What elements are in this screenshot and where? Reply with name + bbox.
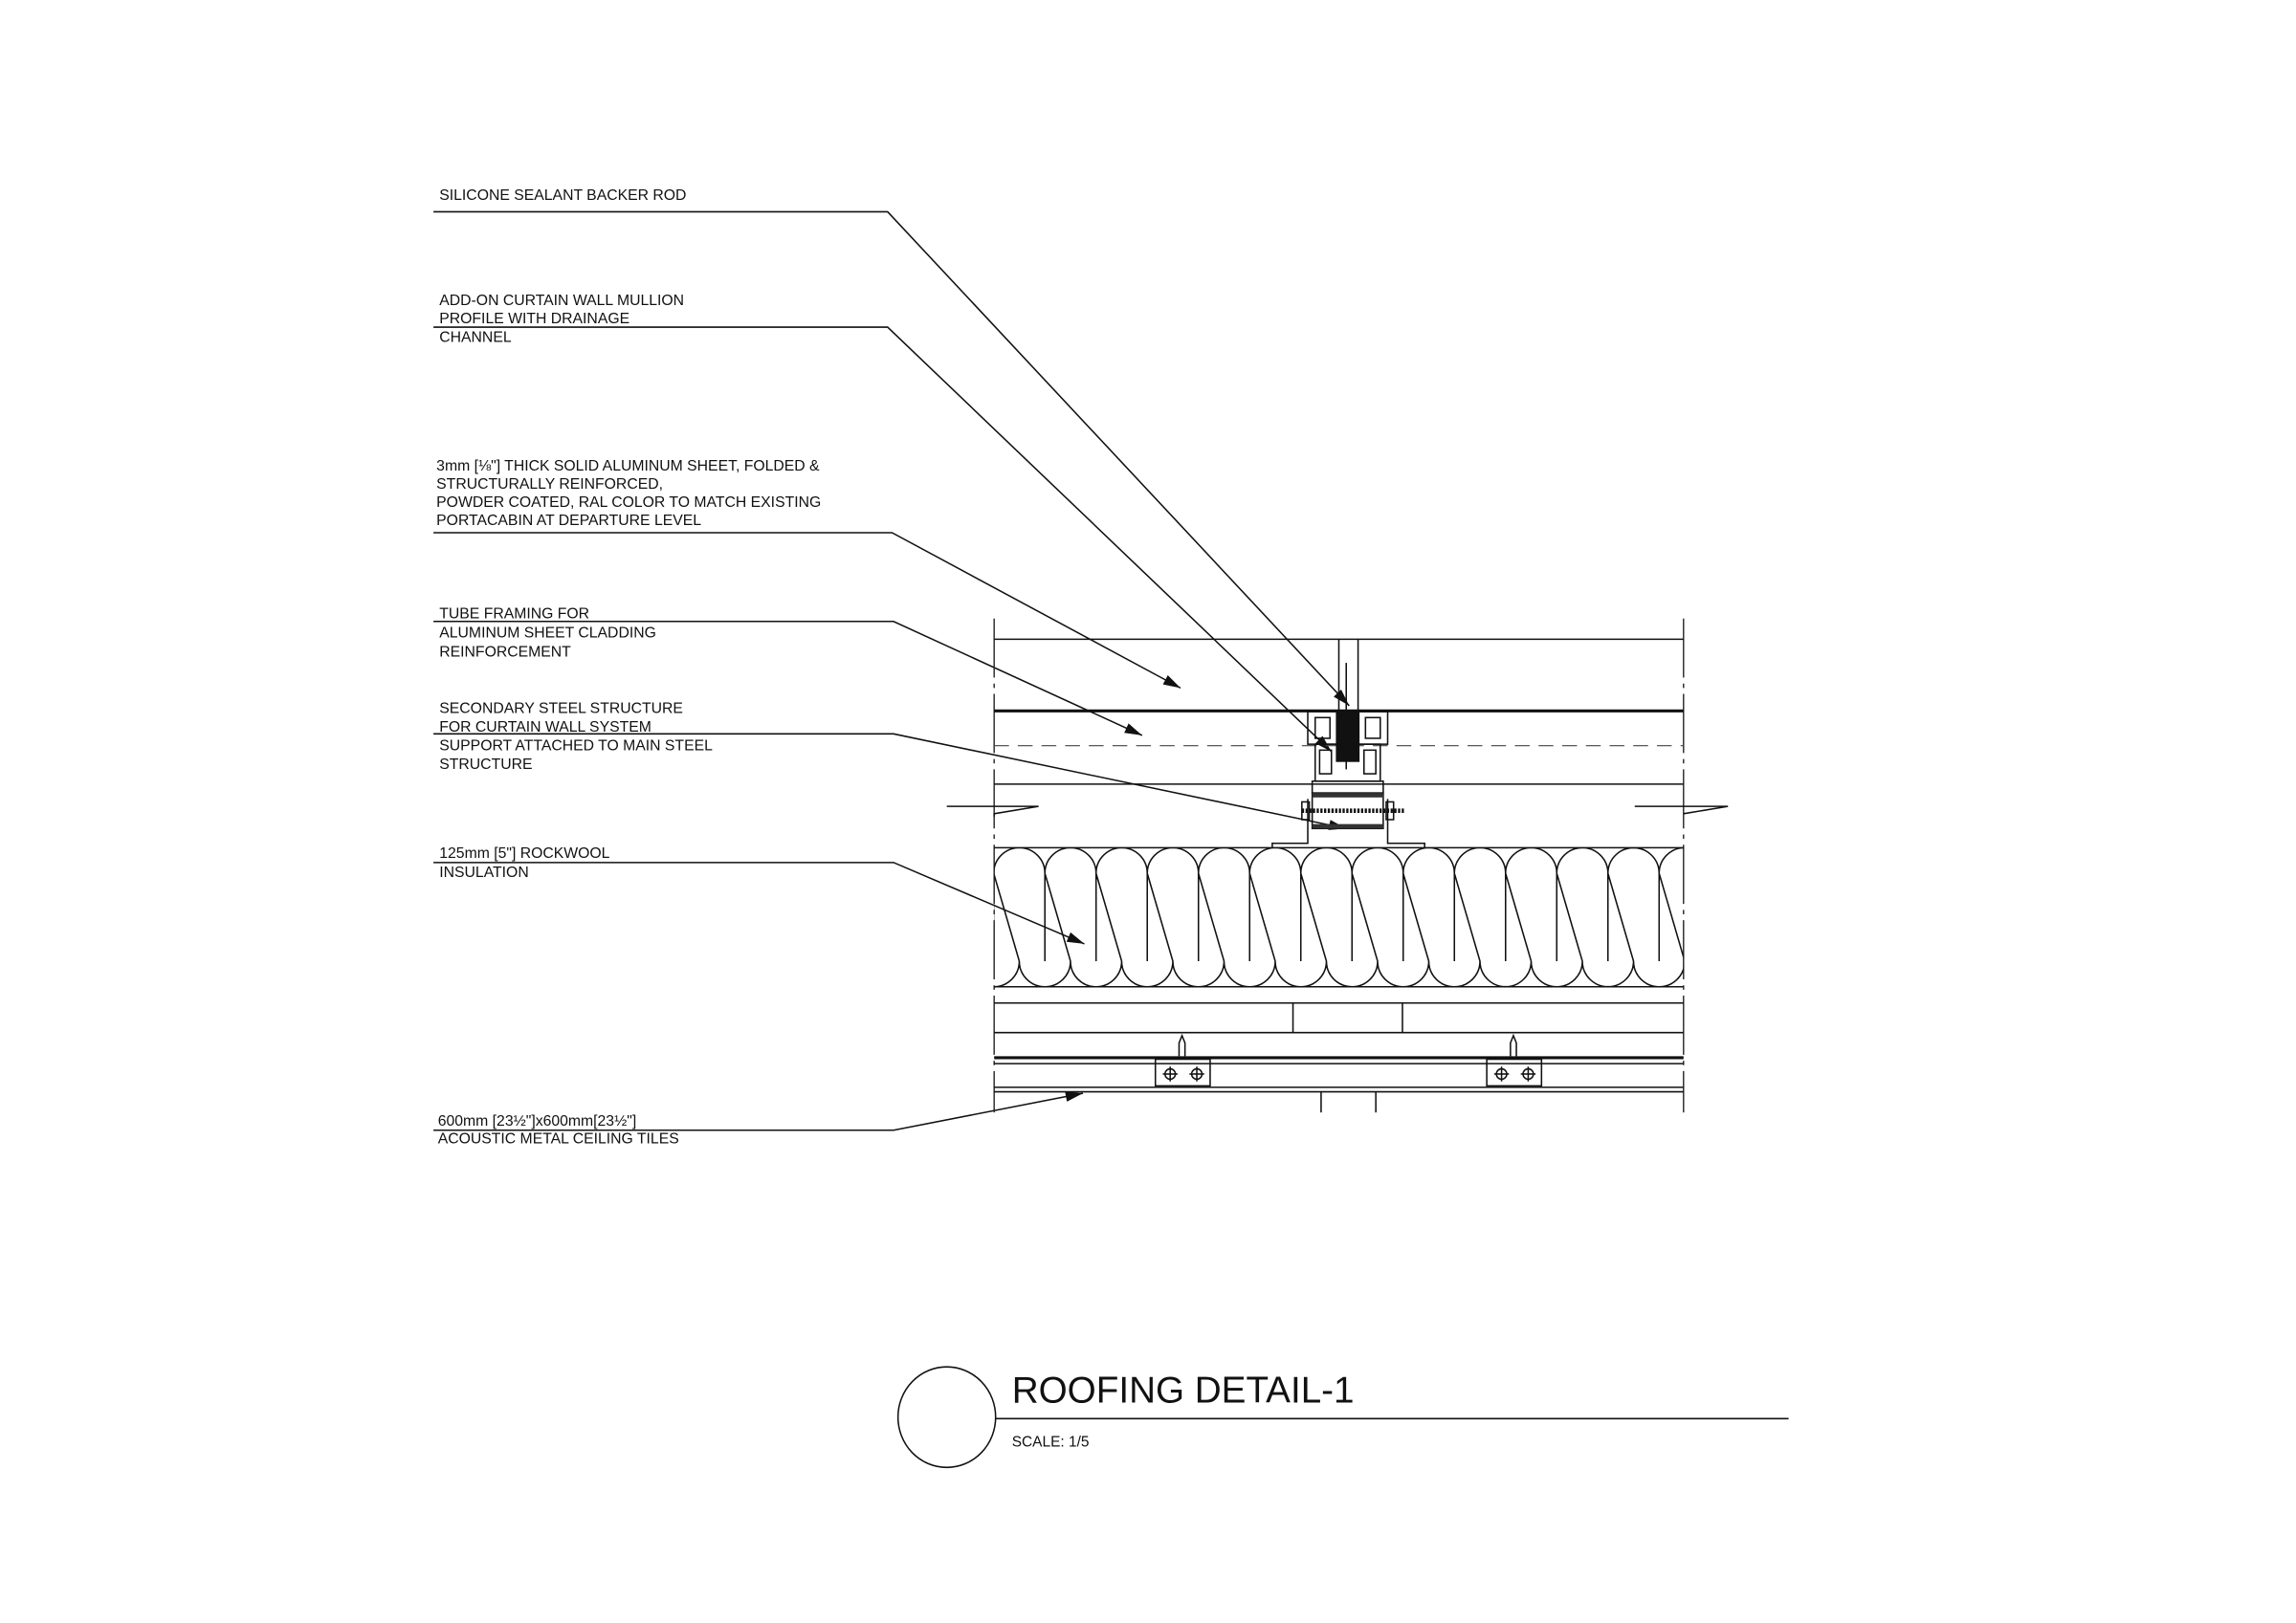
drawing-title: ROOFING DETAIL-1 xyxy=(1012,1370,1355,1411)
callout-aluminum-sheet: 3mm [⅛"] THICK SOLID ALUMINUM SHEET, FOL… xyxy=(433,458,1181,690)
callout-text: SUPPORT ATTACHED TO MAIN STEEL xyxy=(439,738,713,755)
leader-line xyxy=(433,621,1143,736)
callout-text: PROFILE WITH DRAINAGE xyxy=(439,311,629,327)
title-block: ROOFING DETAIL-1 SCALE: 1/5 xyxy=(896,1366,1789,1469)
svg-text:3mm [⅛"] THICK SOLID ALUMINUM: 3mm [⅛"] THICK SOLID ALUMINUM SHEET, FOL… xyxy=(436,458,821,529)
roof-section xyxy=(946,618,1729,1113)
leader-line xyxy=(433,532,1181,690)
callout-text: CHANNEL xyxy=(439,330,512,346)
callout-text: 600mm [23½"]x600mm[23½"] xyxy=(438,1113,637,1130)
secondary-steel-bracket xyxy=(1271,792,1425,848)
callout-text: 125mm [5"] ROCKWOOL xyxy=(439,845,609,862)
callout-backer-rod: SILICONE SEALANT BACKER ROD xyxy=(433,187,1350,707)
leader-line xyxy=(433,862,1085,945)
callout-secondary-steel: SECONDARY STEEL STRUCTURE FOR CURTAIN WAL… xyxy=(433,701,1347,830)
callout-text: STRUCTURE xyxy=(439,757,532,773)
break-mark-left xyxy=(946,805,1039,817)
callout-text: SILICONE SEALANT BACKER ROD xyxy=(439,187,686,204)
ceiling-hanger-clip xyxy=(1154,1033,1211,1087)
leader-line xyxy=(433,733,1347,830)
callout-text: 3mm [⅛"] THICK SOLID ALUMINUM SHEET, FOL… xyxy=(436,458,820,474)
insulation-loops xyxy=(994,847,1684,987)
callout-text: ALUMINUM SHEET CLADDING xyxy=(439,625,656,641)
callout-text: REINFORCEMENT xyxy=(439,644,571,660)
svg-text:SILICONE SEALANT BACKER ROD: SILICONE SEALANT BACKER ROD xyxy=(439,187,686,204)
svg-text:600mm [23½"]x600mm[23½"]ACOUST: 600mm [23½"]x600mm[23½"]ACOUSTIC METAL C… xyxy=(438,1113,679,1148)
callout-text: ACOUSTIC METAL CEILING TILES xyxy=(438,1131,679,1148)
callout-text: PORTACABIN AT DEPARTURE LEVEL xyxy=(436,513,701,529)
leader-line xyxy=(433,210,1350,707)
callout-text: STRUCTURALLY REINFORCED, xyxy=(436,476,663,493)
rockwool-insulation xyxy=(994,847,1684,987)
callout-ceiling-tiles: 600mm [23½"]x600mm[23½"]ACOUSTIC METAL C… xyxy=(433,1091,1084,1148)
callout-text: FOR CURTAIN WALL SYSTEM xyxy=(439,719,651,735)
detail-bubble xyxy=(896,1366,997,1469)
leader-line xyxy=(433,326,1333,753)
callout-tube-framing: TUBE FRAMING FOR ALUMINUM SHEET CLADDING R… xyxy=(433,606,1143,736)
callout-text: INSULATION xyxy=(439,865,528,881)
callout-rockwool: 125mm [5"] ROCKWOOL INSULATION xyxy=(433,845,1085,945)
callout-text: POWDER COATED, RAL COLOR TO MATCH EXISTI… xyxy=(436,494,821,511)
ceiling-hanger-clip xyxy=(1486,1033,1543,1087)
callout-text: TUBE FRAMING FOR xyxy=(439,606,589,623)
leader-line xyxy=(433,1091,1084,1131)
curtain-wall-mullion xyxy=(1307,639,1389,794)
callout-text: SECONDARY STEEL STRUCTURE xyxy=(439,701,683,717)
callout-text: ADD-ON CURTAIN WALL MULLION xyxy=(439,293,684,309)
callout-mullion-profile: ADD-ON CURTAIN WALL MULLION PROFILE WITH … xyxy=(433,293,1333,753)
drawing-scale: SCALE: 1/5 xyxy=(1012,1435,1090,1451)
break-mark-right xyxy=(1634,805,1729,815)
